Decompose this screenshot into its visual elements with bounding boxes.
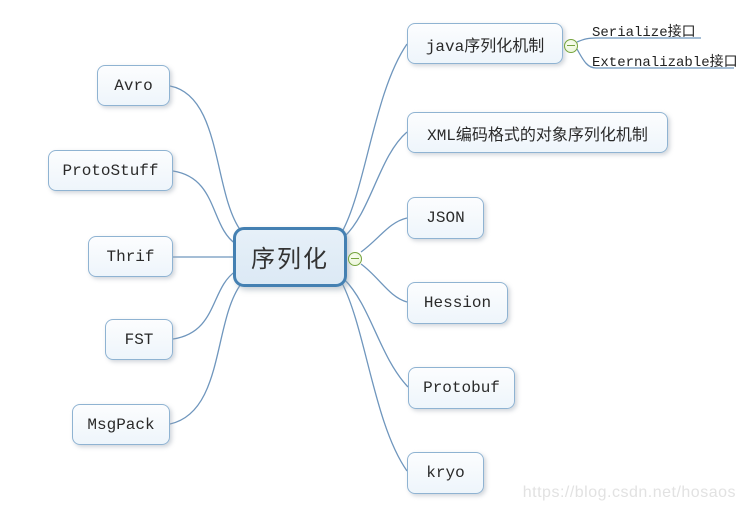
topic-avro[interactable]: Avro xyxy=(97,65,170,106)
topic-msgpack[interactable]: MsgPack xyxy=(72,404,170,445)
connector-protostuff xyxy=(172,170,237,245)
subtopic-externalizable-interface[interactable]: Externalizable接口 xyxy=(592,55,738,71)
connector-avro xyxy=(169,85,242,232)
connector-xml xyxy=(343,131,408,238)
topic-xml-serialization[interactable]: XML编码格式的对象序列化机制 xyxy=(407,112,668,153)
connector-kryo xyxy=(341,282,408,472)
connector-fst xyxy=(172,270,237,340)
topic-kryo[interactable]: kryo xyxy=(407,452,484,494)
connector-externalizable xyxy=(576,48,734,69)
subtopic-serialize-interface[interactable]: Serialize接口 xyxy=(592,25,696,41)
collapse-minus-icon-java[interactable] xyxy=(564,39,578,53)
connector-msgpack xyxy=(169,283,242,425)
connector-java xyxy=(341,43,408,233)
collapse-minus-icon-central[interactable] xyxy=(348,252,362,266)
topic-java-serialization[interactable]: java序列化机制 xyxy=(407,23,563,64)
connector-serialize xyxy=(576,37,701,43)
connector-json xyxy=(360,217,408,253)
topic-protostuff[interactable]: ProtoStuff xyxy=(48,150,173,191)
topic-hession[interactable]: Hession xyxy=(407,282,508,324)
topic-fst[interactable]: FST xyxy=(105,319,173,360)
topic-thrif[interactable]: Thrif xyxy=(88,236,173,277)
topic-protobuf[interactable]: Protobuf xyxy=(408,367,515,409)
topic-json[interactable]: JSON xyxy=(407,197,484,239)
connector-hession xyxy=(360,263,408,303)
central-topic[interactable]: 序列化 xyxy=(233,227,347,287)
connector-protobuf xyxy=(343,278,409,388)
watermark: https://blog.csdn.net/hosaos xyxy=(522,484,736,501)
